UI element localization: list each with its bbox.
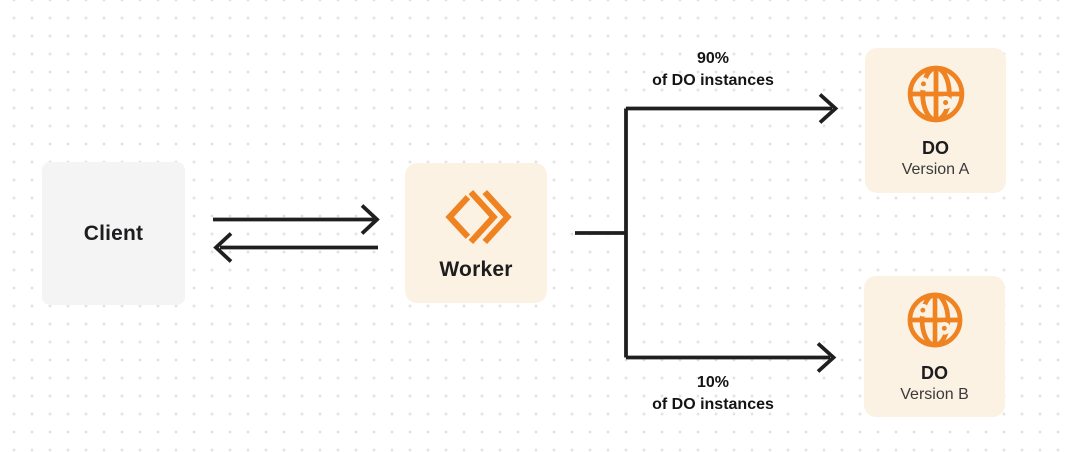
workers-chevrons-icon bbox=[439, 184, 513, 250]
edge-label-do-b-percent: 10% bbox=[696, 374, 730, 391]
edge-label-do-a-percent: 90% bbox=[696, 50, 730, 67]
do-version-b-node: DO Version B bbox=[864, 276, 1005, 417]
worker-node-label: Worker bbox=[439, 258, 513, 281]
worker-node: Worker bbox=[405, 163, 547, 303]
do-b-title: DO bbox=[921, 363, 948, 383]
arrowhead-left-icon bbox=[213, 232, 233, 263]
edge-label-do-b-caption: of DO instances bbox=[652, 396, 774, 413]
do-version-a-node: DO Version A bbox=[865, 48, 1006, 193]
client-node: Client bbox=[42, 162, 185, 305]
globe-icon bbox=[904, 62, 968, 126]
do-a-subtitle: Version A bbox=[901, 161, 970, 178]
edge-label-do-b: 10% of DO instances bbox=[613, 372, 813, 416]
arrowhead-do-a-icon bbox=[818, 93, 839, 124]
do-b-subtitle: Version B bbox=[900, 386, 969, 403]
arrowhead-right-icon bbox=[360, 204, 380, 235]
edge-label-do-a-caption: of DO instances bbox=[652, 72, 774, 89]
globe-icon bbox=[904, 289, 966, 351]
arrowhead-do-b-icon bbox=[816, 342, 837, 373]
edge-label-do-a: 90% of DO instances bbox=[613, 48, 813, 92]
client-node-label: Client bbox=[83, 221, 144, 245]
do-a-title: DO bbox=[922, 138, 949, 158]
